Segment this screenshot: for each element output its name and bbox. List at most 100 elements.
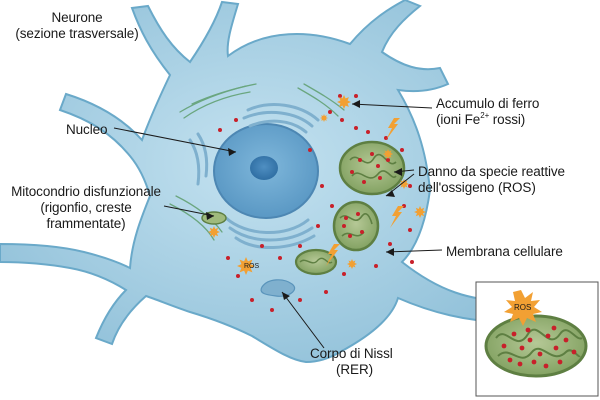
inset-iron-dot [519,345,525,351]
ros-burst [208,226,220,238]
inset-ros-burst [504,290,542,326]
iron-dot [348,234,352,238]
iron-dot [340,118,344,122]
endoplasmic-reticulum [188,103,320,249]
nucleus [213,123,319,219]
iron-dot [320,184,324,188]
inset-ros-label: ROS [514,303,531,312]
inset-iron-dot [507,357,513,363]
ros-burst-label: ROS [244,263,260,270]
mitochondrion-middle [332,200,380,252]
iron-dot [410,260,414,264]
iron-dot [388,242,392,246]
label-mitochondrion: Mitocondrio disfunzionale (rigonfio, cre… [2,184,170,232]
title-line-1: Neurone [51,10,103,25]
iron-dot [370,152,374,156]
iron-dot [342,224,346,228]
inset-iron-dot [553,345,559,351]
iron-dot [324,290,328,294]
inset-iron-dot [537,351,543,357]
iron-dot [378,176,382,180]
iron-dot [298,298,302,302]
nissl-body [260,279,296,297]
diagram-title: Neurone (sezione trasversale) [14,10,140,42]
iron-dot [366,130,370,134]
iron-dot [344,216,348,220]
inset-iron-dot [527,337,533,343]
ros-burst [383,149,393,159]
inset-iron-dot [511,331,517,337]
iron-dot [384,136,388,140]
leader-arrowheads [206,100,402,300]
mito-line-1: Mitocondrio disfunzionale [11,184,161,199]
iron-dot [316,224,320,228]
inset-iron-dot [557,359,563,365]
inset-iron-dot [551,325,557,331]
iron-dot [330,204,334,208]
title-line-2: (sezione trasversale) [15,26,139,41]
iron-charge: 2+ [480,110,490,120]
ros-burst [399,179,409,189]
cytoskeleton [169,83,345,241]
iron-dot [358,158,362,162]
iron-dot [278,256,282,260]
iron-dot [328,110,332,114]
ros-burst [320,114,328,122]
iron-dot [234,118,238,122]
nissl-line-2: (RER) [336,362,373,377]
label-iron: Accumulo di ferro (ioni Fe2+ rossi) [436,96,539,128]
iron-dot [408,184,412,188]
mitochondrion-upper [338,140,406,196]
ros-lightning [326,118,404,266]
leader-lines [113,103,443,349]
iron-line-2: (ioni Fe2+ rossi) [436,110,539,128]
iron-dot [374,264,378,268]
inset-iron-dot [563,337,569,343]
iron-dot [362,180,366,184]
label-nissl: Corpo di Nissl (RER) [310,346,393,378]
label-ros-damage: Danno da specie reattive dell'ossigeno (… [418,164,565,196]
iron-line-2-post: rossi) [489,112,526,127]
iron-dot [298,244,302,248]
iron-dot [218,128,222,132]
iron-dot [226,256,230,260]
iron-dot [308,148,312,152]
ros-burst [337,95,351,109]
mitochondrion-lower [294,248,338,276]
ros-burst [347,259,357,269]
iron-dot [400,148,404,152]
inset-iron-dot [531,359,537,365]
ros-line-1: Danno da specie reattive [418,164,565,179]
iron-dot [376,164,380,168]
iron-dot [350,170,354,174]
iron-dot [356,212,360,216]
iron-dot [408,228,412,232]
mitochondrion-left [201,211,227,225]
inset-iron-dot [501,343,507,349]
iron-dot [236,274,240,278]
inset-mitochondrion-detail: ROS [475,281,599,397]
inset-iron-dot [545,333,551,339]
inset-iron-dot [517,361,523,367]
ros-burst [237,257,255,275]
iron-dot [360,230,364,234]
label-nucleus: Nucleo [66,122,108,137]
mito-line-2: (rigonfio, creste [40,200,132,215]
iron-dot [342,272,346,276]
nissl-line-1: Corpo di Nissl [310,346,393,361]
inset-iron-dot [571,349,577,355]
iron-dot [354,94,358,98]
iron-dot [260,244,264,248]
ros-burst [414,206,426,218]
iron-dot [250,298,254,302]
iron-line-2-pre: (ioni Fe [436,112,481,127]
iron-ions [218,94,414,312]
label-membrane: Membrana cellulare [446,244,563,259]
mito-line-3: frammentate) [46,216,126,231]
iron-dot [354,126,358,130]
iron-dot [338,94,342,98]
inset-iron-dot [543,363,549,369]
iron-dot [270,308,274,312]
